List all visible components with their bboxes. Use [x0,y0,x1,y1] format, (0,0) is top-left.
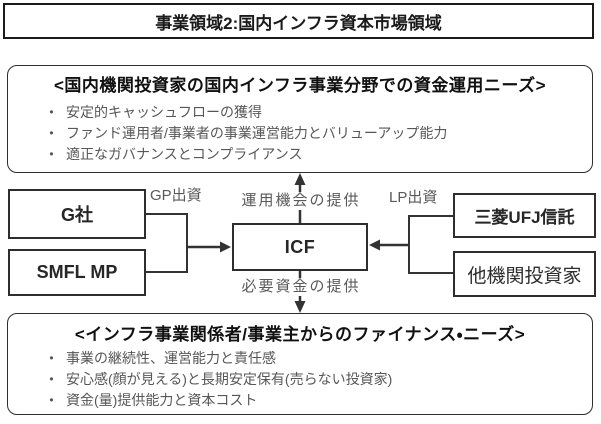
list-item-text: 安定的キャッシュフローの獲得 [66,104,262,120]
gp-investment-label: GP出資 [150,187,202,204]
lp-investment-label: LP出資 [389,189,438,206]
list-item-text: 安心感(顔が見える)と長期安定保有(売らない投資家) [66,371,393,387]
list-item: • 適正なガバナンスとコンプライアンス [46,144,582,165]
bullet-icon: • [49,105,54,119]
entity-box-smfl-mp: SMFL MP [8,249,146,296]
entity-box-g-company: G社 [8,189,146,239]
bullet-icon: • [49,351,54,365]
page-title: 事業領域2:国内インフラ資本市場領域 [3,3,594,39]
opportunity-provision-label: 運用機会の提供 [240,192,362,210]
list-item-text: ファンド運用者/事業者の事業運営能力とバリューアップ能力 [66,125,448,141]
finance-needs-heading: <インフラ事業関係者/事業主からのファイナンス・ニーズ> [74,325,526,344]
investor-needs-box: <国内機関投資家の国内インフラ事業分野での資金運用ニーズ> • 安定的キャッシュ… [7,65,593,173]
investor-needs-list: • 安定的キャッシュフローの獲得 • ファンド運用者/事業者の事業運営能力とバリ… [46,102,582,165]
bullet-icon: • [49,147,54,161]
list-item: • ファンド運用者/事業者の事業運営能力とバリューアップ能力 [46,123,582,144]
bullet-icon: • [49,372,54,386]
finance-needs-box: <インフラ事業関係者/事業主からのファイナンス・ニーズ> • 事業の継続性、運営… [7,313,593,415]
bullet-icon: • [49,126,54,140]
list-item-text: 適正なガバナンスとコンプライアンス [66,146,303,162]
lp-arrowhead-icon [369,239,380,251]
gp-arrowhead-icon [220,241,231,253]
entity-box-mufj-trust: 三菱UFJ信託 [453,193,596,238]
investor-needs-heading: <国内機関投資家の国内インフラ事業分野での資金運用ニーズ> [54,76,546,95]
list-item: • 安心感(顔が見える)と長期安定保有(売らない投資家) [46,369,582,390]
entity-box-icf: ICF [232,223,368,271]
down-arrowhead-icon [294,301,306,313]
finance-needs-list: • 事業の継続性、運営能力と責任感 • 安心感(顔が見える)と長期安定保有(売ら… [46,348,582,411]
bullet-icon: • [49,393,54,407]
entity-box-other-investors: 他機関投資家 [453,251,596,297]
list-item-text: 事業の継続性、運営能力と責任感 [66,350,276,366]
list-item: • 安定的キャッシュフローの獲得 [46,102,582,123]
list-item: • 資金(量)提供能力と資本コスト [46,390,582,411]
up-arrowhead-icon [294,173,306,185]
list-item-text: 資金(量)提供能力と資本コスト [66,392,258,408]
list-item: • 事業の継続性、運営能力と責任感 [46,348,582,369]
funds-provision-label: 必要資金の提供 [240,278,362,296]
